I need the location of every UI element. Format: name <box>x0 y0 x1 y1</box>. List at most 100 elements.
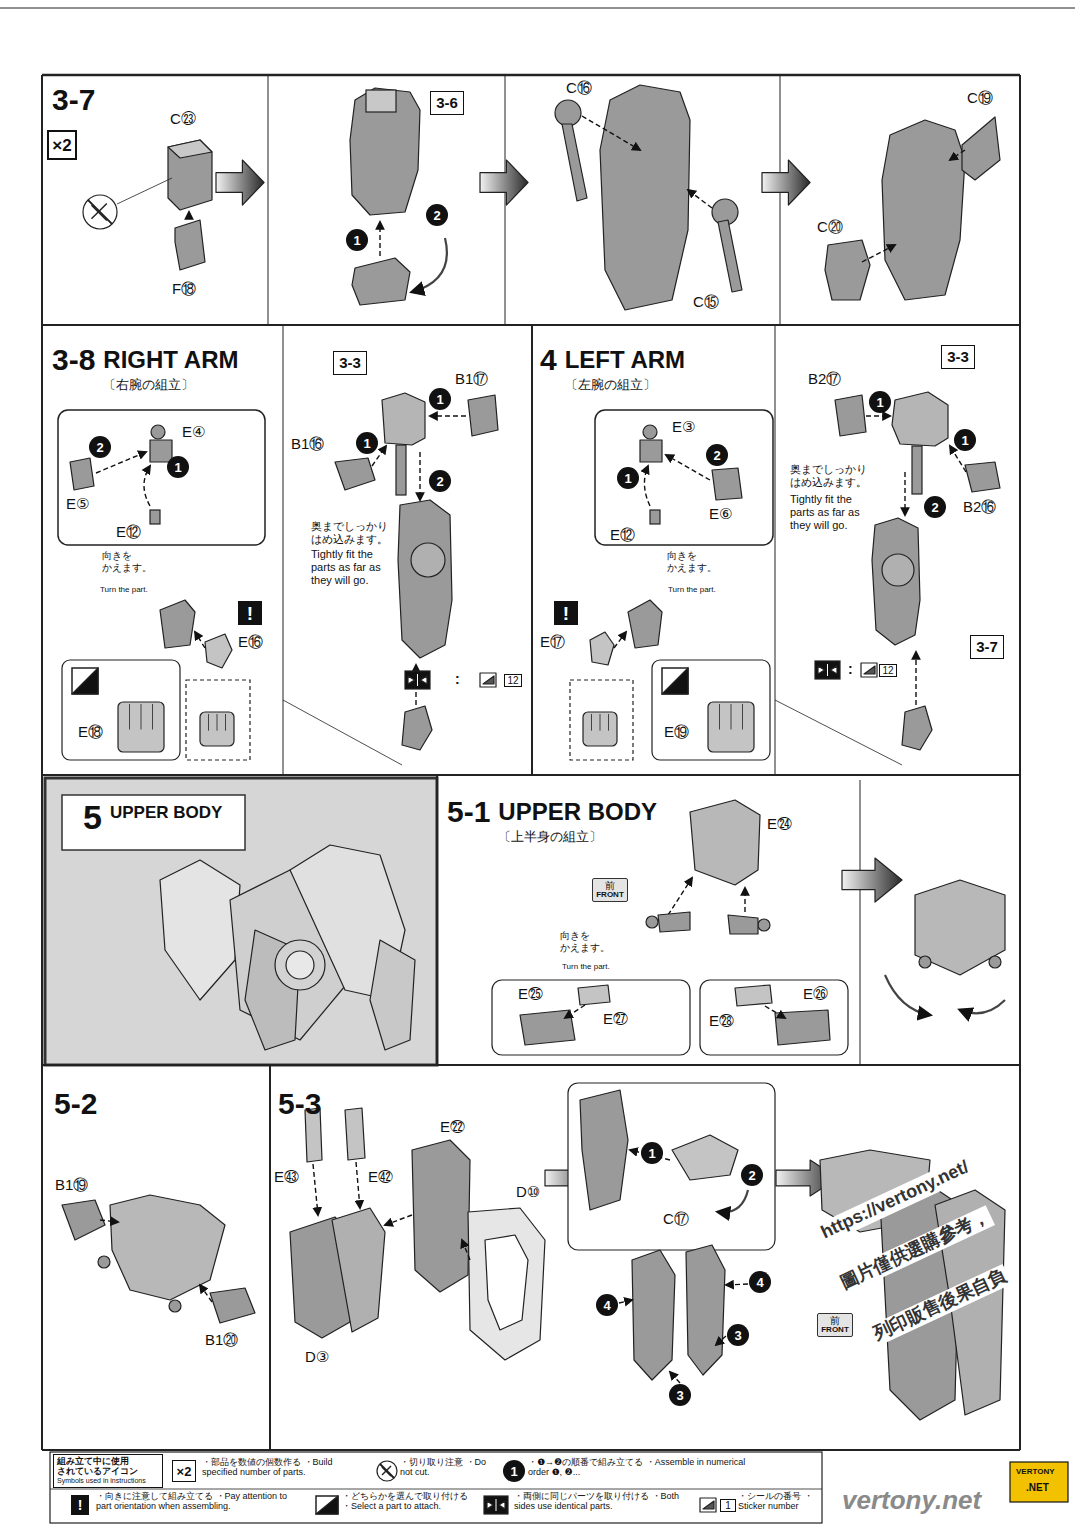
both-sides-icon <box>417 674 418 686</box>
part-label: B1⑰ <box>455 370 488 388</box>
grid-line <box>42 1064 1020 1066</box>
step-number: 1 <box>503 1460 525 1482</box>
sticker-number: 1 <box>720 1499 736 1512</box>
note-text: Turn the part. <box>100 585 148 595</box>
node-text: 1 <box>961 434 968 447</box>
node-text: 3-7 <box>976 639 998 656</box>
leader-line <box>775 700 902 765</box>
node-text: ×2 <box>52 137 71 154</box>
legend-title: 組み立て中に使用 されているアイコンSymbols used in instru… <box>53 1454 163 1488</box>
part-drawing <box>485 1235 528 1330</box>
assembly-arrow <box>430 415 466 416</box>
part-drawing <box>555 100 581 126</box>
reference-box: 3-3 <box>941 345 975 369</box>
node-text: 12 <box>507 675 518 686</box>
hand-detail <box>608 714 609 731</box>
grid-line <box>42 1449 1020 1451</box>
note-text: Tightly fit the parts as far as they wil… <box>311 548 395 588</box>
part-drawing <box>962 117 1000 180</box>
legend-entry: ・両側に同じパーツを取り付ける ・Both sides use identica… <box>514 1491 694 1512</box>
step-arrow <box>762 160 810 205</box>
reference-box: 3-6 <box>430 91 464 115</box>
note-text: 奥までしっかり はめ込みます。 <box>311 520 395 546</box>
do-not-cut-icon <box>92 205 107 220</box>
node-text: 3-3 <box>947 349 969 366</box>
step-heading: 5-2 <box>54 1087 97 1120</box>
hand-detail <box>719 704 720 730</box>
part-drawing <box>205 634 232 668</box>
step-heading: 〔左腕の組立〕 <box>565 377 656 393</box>
both-sides-icon <box>421 676 428 684</box>
part-drawing <box>758 919 770 931</box>
node-text: Symbols used in instructions <box>57 1477 159 1485</box>
node-text: 1 <box>353 234 360 247</box>
logo-text: VERTONY <box>1016 1468 1055 1477</box>
part-drawing <box>650 510 660 524</box>
part-label: B1⑲ <box>55 1176 88 1194</box>
assembly-arrow <box>688 190 712 208</box>
both-sides-icon <box>831 666 838 674</box>
sticker-colon: : <box>455 672 460 687</box>
caution-icon: ! <box>554 601 578 625</box>
grid-line <box>283 325 284 775</box>
node-text: 2 <box>436 475 443 488</box>
step-heading: 3-7 <box>52 83 95 116</box>
part-drawing <box>965 462 1000 492</box>
part-drawing <box>882 554 914 586</box>
assembly-arrow <box>644 466 650 506</box>
part-label: E⑫ <box>610 526 635 544</box>
part-drawing <box>286 951 314 979</box>
node-text: 1 <box>648 1147 655 1160</box>
step-heading: 5-1 <box>447 795 490 828</box>
part-drawing <box>345 1108 365 1160</box>
step-arrow <box>216 160 264 205</box>
part-count-box: ×2 <box>47 130 77 160</box>
step-panel: 4LEFT ARM〔左腕の組立〕21!13-3123-712 <box>532 325 1020 775</box>
node-text: 3-3 <box>339 355 361 372</box>
step-panel: 5UPPER BODY <box>45 780 437 1065</box>
step-heading: 〔上半身の組立〕 <box>498 829 602 845</box>
sticker-icon <box>480 673 496 687</box>
both-sides-icon <box>499 1501 505 1509</box>
node-text: 2 <box>713 449 720 462</box>
step-number: 1 <box>356 432 378 454</box>
hand-detail <box>591 714 592 731</box>
part-drawing <box>382 393 425 445</box>
part-drawing <box>690 800 760 885</box>
sticker-icon <box>864 666 875 674</box>
node-text: 1 <box>876 396 883 409</box>
part-drawing <box>628 600 662 648</box>
part-label: E㉖ <box>803 985 828 1003</box>
part-drawing <box>590 632 614 665</box>
part-drawing <box>643 425 657 439</box>
part-drawing <box>366 90 396 112</box>
part-drawing <box>672 1135 738 1180</box>
assembly-arrow <box>419 452 420 500</box>
node-text: ! <box>247 604 253 623</box>
part-label: E㉒ <box>440 1118 465 1136</box>
step-number: 2 <box>924 496 946 518</box>
step-heading: 5 <box>83 800 102 834</box>
part-drawing <box>411 543 445 577</box>
part-label: C⑰ <box>663 1210 689 1228</box>
note-text: 向きを かえます。 <box>102 550 154 574</box>
part-drawing <box>912 446 922 494</box>
step-number: 4 <box>596 1294 618 1316</box>
rotate-arrow <box>885 975 930 1015</box>
sticker-colon: : <box>848 662 853 677</box>
part-drawing <box>775 1010 830 1045</box>
both-sides-icon <box>827 664 828 676</box>
grid-line <box>531 325 533 775</box>
assembly-arrow <box>744 888 745 912</box>
part-drawing <box>98 1256 110 1268</box>
assembly-arrow <box>950 150 965 160</box>
legend-entry: ・シールの番号 ・Sticker number <box>738 1491 818 1512</box>
select-part-icon <box>662 668 688 694</box>
grid-line <box>775 325 776 775</box>
sticker-icon <box>700 1498 716 1512</box>
part-label: D⑩ <box>516 1183 540 1201</box>
part-label: E⑯ <box>238 633 263 651</box>
assembly-arrow <box>100 1220 118 1222</box>
part-drawing <box>160 860 240 1000</box>
do-not-cut-icon <box>83 195 117 229</box>
